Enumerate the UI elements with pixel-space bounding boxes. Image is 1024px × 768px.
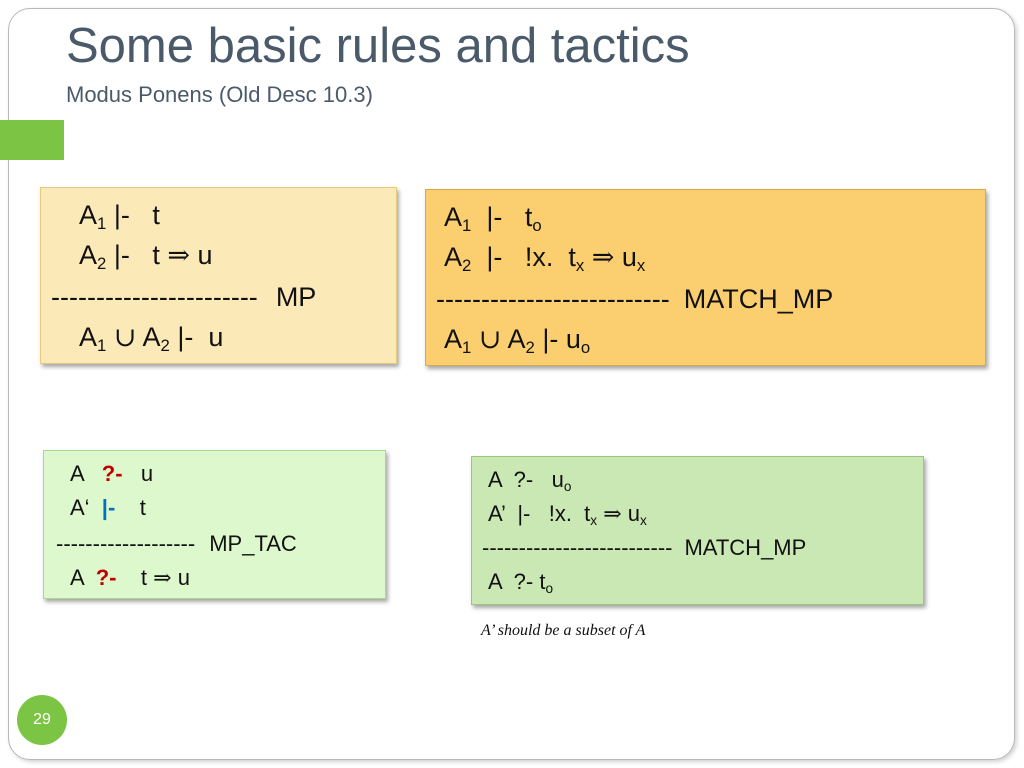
- separator: -------------------: [56, 531, 196, 556]
- page-number: 29: [33, 711, 51, 728]
- tactic-name: MP_TAC: [209, 531, 297, 556]
- match-mp-tac-goal-line: A ?- uo: [488, 467, 571, 493]
- goal-operator: ?-: [101, 461, 123, 486]
- subscript: 2: [525, 338, 535, 358]
- rule-name: MP: [275, 282, 317, 312]
- mp-tac-new-goal: A ?- t ⇒ u: [70, 565, 190, 591]
- subscript: x: [575, 256, 585, 276]
- term: A: [142, 322, 161, 352]
- term: A‘: [70, 495, 102, 520]
- term: |- !x. t: [471, 242, 576, 272]
- separator: --------------------------: [436, 284, 670, 314]
- match-mp-premise-1: A1 |- to: [444, 202, 542, 236]
- term: u: [122, 461, 154, 486]
- subscript: 2: [462, 256, 472, 276]
- term: u: [614, 242, 637, 272]
- separator: -----------------------: [51, 282, 258, 312]
- subscript: o: [532, 216, 542, 236]
- implies-symbol: ⇒: [167, 240, 190, 271]
- subscript: x: [590, 513, 598, 529]
- match-mp-premise-2: A2 |- !x. tx ⇒ ux: [444, 242, 646, 276]
- mp-premise-2: A2 |- t ⇒ u: [79, 240, 213, 274]
- term: A ?- t: [488, 569, 546, 594]
- term: t: [116, 565, 154, 590]
- match-mp-tac-separator-line: -------------------------- MATCH_MP: [482, 535, 806, 561]
- term: u: [621, 501, 641, 526]
- tactic-name: MATCH_MP: [684, 535, 807, 560]
- mp-tac-separator-line: ------------------- MP_TAC: [56, 531, 297, 557]
- subscript: o: [563, 479, 572, 495]
- subscript: 1: [97, 214, 107, 234]
- page-number-badge: 29: [17, 695, 67, 745]
- turnstile-operator: |-: [101, 495, 116, 520]
- mp-separator-line: ----------------------- MP: [51, 282, 316, 313]
- term: |- u: [534, 324, 581, 354]
- term: A: [79, 240, 98, 270]
- term: A ?- u: [488, 467, 564, 492]
- mp-tac-theorem-line: A‘ |- t: [70, 495, 146, 521]
- term: u: [189, 240, 213, 270]
- match-mp-tac-new-goal: A ?- to: [488, 569, 553, 595]
- subscript: 1: [462, 338, 472, 358]
- term: A: [444, 324, 463, 354]
- slide-subtitle: Modus Ponens (Old Desc 10.3): [66, 82, 373, 107]
- subscript: x: [640, 513, 647, 529]
- mp-tac-box: A ?- u A‘ |- t ------------------- MP_TAC…: [43, 450, 386, 599]
- goal-operator: ?-: [95, 565, 117, 590]
- subscript: 1: [462, 216, 472, 236]
- term: A: [79, 200, 98, 230]
- mp-premise-1: A1 |- t: [79, 200, 160, 234]
- match-mp-separator-line: -------------------------- MATCH_MP: [436, 284, 833, 315]
- match-mp-rule-box: A1 |- to A2 |- !x. tx ⇒ ux -------------…: [425, 189, 986, 366]
- term: |- u: [169, 322, 224, 352]
- union-symbol: ∪: [113, 322, 137, 353]
- implies-symbol: ⇒: [591, 242, 615, 273]
- subscript: o: [580, 338, 591, 358]
- mp-conclusion: A1 ∪ A2 |- u: [79, 322, 224, 356]
- match-mp-tac-box: A ?- uo A’ |- !x. tx ⇒ ux --------------…: [471, 456, 924, 605]
- term: A: [444, 242, 463, 272]
- separator: --------------------------: [482, 535, 673, 560]
- slide-frame: [8, 8, 1015, 760]
- rule-name: MATCH_MP: [683, 284, 834, 314]
- term: A: [444, 202, 463, 232]
- subscript: x: [636, 256, 646, 276]
- union-symbol: ∪: [478, 324, 502, 355]
- implies-symbol: ⇒: [603, 502, 622, 527]
- term: A: [70, 461, 102, 486]
- subscript: o: [545, 581, 554, 597]
- slide-title: Some basic rules and tactics: [66, 19, 690, 73]
- term: u: [171, 565, 190, 590]
- term: t: [115, 495, 146, 520]
- subscript: 2: [97, 254, 107, 274]
- term: |- t: [106, 240, 168, 270]
- mp-tac-goal-line: A ?- u: [70, 461, 153, 487]
- term: A: [507, 324, 526, 354]
- term: |- t: [106, 200, 160, 230]
- match-mp-conclusion: A1 ∪ A2 |- uo: [444, 324, 591, 358]
- subscript: 1: [97, 336, 107, 356]
- term: A: [70, 565, 96, 590]
- mp-rule-box: A1 |- t A2 |- t ⇒ u --------------------…: [40, 187, 397, 364]
- implies-symbol: ⇒: [153, 566, 172, 591]
- term: |- t: [471, 202, 533, 232]
- subset-note: A’ should be a subset of A: [481, 622, 646, 639]
- term: A’ |- !x. t: [488, 501, 591, 526]
- match-mp-tac-theorem-line: A’ |- !x. tx ⇒ ux: [488, 501, 647, 527]
- accent-bar: [0, 120, 64, 160]
- subscript: 2: [160, 336, 170, 356]
- term: A: [79, 322, 98, 352]
